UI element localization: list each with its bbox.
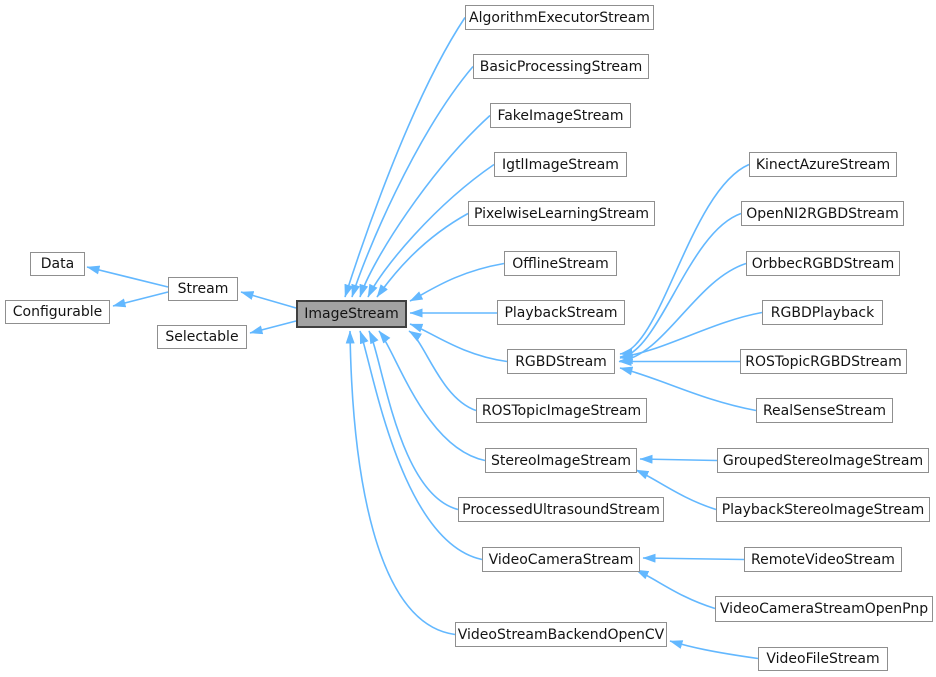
inheritance-edge-rgbd-stream-to-image-stream (409, 323, 508, 363)
inheritance-edge-processed-ultrasound-stream-to-image-stream (368, 330, 459, 511)
inheritance-edge-image-stream-to-stream (240, 291, 297, 309)
class-node-video-camera-stream[interactable]: VideoCameraStream (482, 547, 640, 572)
inheritance-edge-stream-to-data (86, 265, 169, 288)
class-node-playback-stream[interactable]: PlaybackStream (497, 300, 625, 325)
class-node-playback-stereo-image-stream[interactable]: PlaybackStereoImageStream (716, 497, 930, 522)
inheritance-edge-image-stream-to-selectable (249, 320, 297, 335)
inheritance-edge-ros-topic-image-stream-to-image-stream (408, 330, 477, 412)
inheritance-edge-video-camera-stream-openpnp-to-video-camera-stream (635, 569, 716, 610)
class-node-selectable[interactable]: Selectable (157, 325, 247, 349)
class-node-algorithm-executor-stream[interactable]: AlgorithmExecutorStream (465, 5, 654, 30)
inheritance-edge-video-stream-backend-opencv-to-image-stream (345, 330, 456, 636)
inheritance-edge-video-camera-stream-to-image-stream (359, 330, 483, 561)
class-node-offline-stream[interactable]: OfflineStream (504, 251, 617, 276)
inheritance-edge-stream-to-configurable (112, 291, 169, 308)
inheritance-edge-openni2-rgbd-stream-to-rgbd-stream (619, 212, 742, 361)
class-node-real-sense-stream[interactable]: RealSenseStream (756, 398, 893, 423)
class-node-fake-image-stream[interactable]: FakeImageStream (490, 103, 631, 128)
inheritance-edge-grouped-stereo-image-stream-to-stereo-image-stream (639, 454, 718, 464)
class-node-processed-ultrasound-stream[interactable]: ProcessedUltrasoundStream (458, 497, 664, 522)
class-node-rgbd-playback[interactable]: RGBDPlayback (762, 300, 883, 325)
class-node-kinect-azure-stream[interactable]: KinectAzureStream (749, 152, 897, 177)
class-node-openni2-rgbd-stream[interactable]: OpenNI2RGBDStream (741, 201, 904, 226)
class-node-rgbd-stream[interactable]: RGBDStream (507, 349, 615, 374)
inheritance-edge-igtl-image-stream-to-image-stream (367, 163, 495, 298)
class-node-video-camera-stream-openpnp[interactable]: VideoCameraStreamOpenPnp (715, 596, 933, 622)
class-node-video-stream-backend-opencv[interactable]: VideoStreamBackendOpenCV (455, 622, 667, 647)
inheritance-edge-video-file-stream-to-video-stream-backend-opencv (669, 640, 759, 660)
inheritance-edge-stereo-image-stream-to-image-stream (378, 330, 486, 462)
inheritance-edge-orbbec-rgbd-stream-to-rgbd-stream (619, 262, 747, 365)
inheritance-edge-offline-stream-to-image-stream (409, 262, 505, 302)
class-node-grouped-stereo-image-stream[interactable]: GroupedStereoImageStream (717, 448, 929, 473)
class-node-stream[interactable]: Stream (168, 277, 238, 301)
class-node-igtl-image-stream[interactable]: IgtlImageStream (494, 152, 627, 177)
class-node-data[interactable]: Data (30, 252, 85, 276)
class-node-pixelwise-learning-stream[interactable]: PixelwiseLearningStream (468, 201, 655, 226)
class-node-remote-video-stream[interactable]: RemoteVideoStream (744, 547, 902, 572)
inheritance-edge-pixelwise-learning-stream-to-image-stream (376, 212, 469, 298)
class-node-ros-topic-rgbd-stream[interactable]: ROSTopicRGBDStream (740, 349, 907, 374)
inheritance-edge-basic-processing-stream-to-image-stream (351, 65, 474, 298)
inheritance-edge-algorithm-executor-stream-to-image-stream (344, 17, 466, 298)
class-node-ros-topic-image-stream[interactable]: ROSTopicImageStream (476, 398, 647, 423)
class-node-configurable[interactable]: Configurable (5, 300, 110, 324)
inheritance-edge-remote-video-stream-to-video-camera-stream (642, 553, 745, 563)
class-node-image-stream: ImageStream (296, 300, 407, 328)
class-node-stereo-image-stream[interactable]: StereoImageStream (485, 448, 637, 473)
inheritance-edge-kinect-azure-stream-to-rgbd-stream (619, 163, 750, 357)
class-node-basic-processing-stream[interactable]: BasicProcessingStream (473, 54, 649, 79)
class-node-video-file-stream[interactable]: VideoFileStream (758, 647, 888, 671)
class-node-orbbec-rgbd-stream[interactable]: OrbbecRGBDStream (746, 251, 900, 276)
